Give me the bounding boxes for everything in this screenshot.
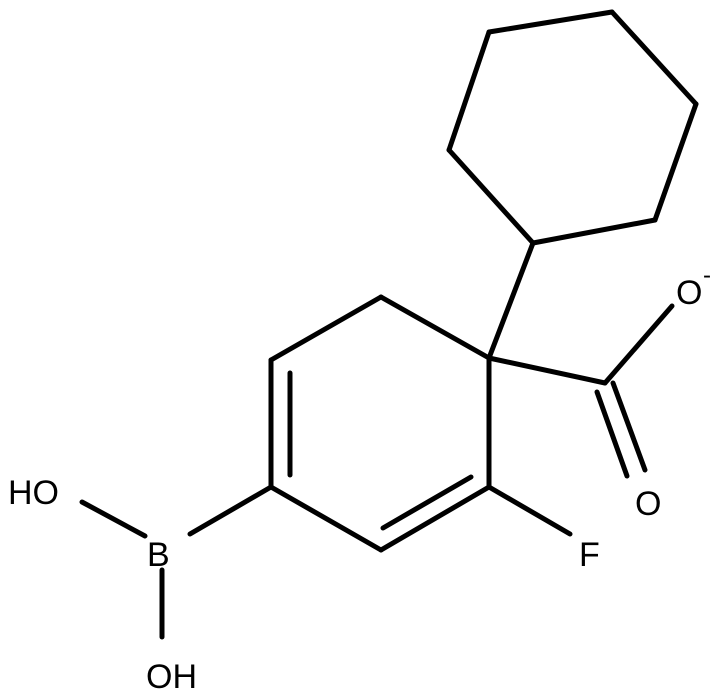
bond-carbonyl-outer: [610, 380, 648, 473]
carboxylate-group: O - O: [486, 262, 711, 523]
bond-carbonyl-inner: [594, 389, 630, 479]
bond-boron-to-top-oh: [79, 499, 148, 539]
fluorine-label: F: [579, 536, 600, 574]
bond-carboxyl-to-oxide: [602, 303, 675, 386]
bond-cy-6: [446, 29, 492, 153]
bond-ring-5: [378, 484, 492, 553]
carbonyl-oxygen-label: O: [635, 485, 661, 523]
bond-ring-5-inner: [380, 474, 474, 531]
bond-ring-2: [268, 294, 384, 363]
bond-to-carboxyl-carbon: [486, 355, 608, 386]
oxide-charge-label: -: [703, 262, 711, 289]
hydroxyl-top-label: HO: [8, 474, 59, 512]
bond-ring-to-boron: [187, 484, 274, 537]
hydroxyl-bottom-label: OH: [146, 658, 197, 696]
fluoro-substituent: F: [486, 484, 600, 574]
bond-to-fluorine: [486, 484, 573, 537]
bond-cyclohexyl-to-quaternary-carbon: [486, 240, 536, 361]
bond-ring-4: [268, 484, 384, 553]
bond-cy-4: [530, 217, 658, 246]
bond-ring-1: [378, 294, 492, 361]
bond-cy-5: [446, 147, 536, 246]
bond-cy-2: [609, 9, 699, 107]
oxide-oxygen-label: O: [676, 274, 702, 312]
cyclohexyl-ring: [446, 9, 699, 246]
bond-cy-1: [486, 9, 615, 35]
bond-cy-3: [652, 101, 699, 223]
boronic-acid-group: B HO OH: [8, 474, 274, 696]
phenyl-ring: [268, 294, 492, 553]
boron-label: B: [147, 536, 170, 574]
